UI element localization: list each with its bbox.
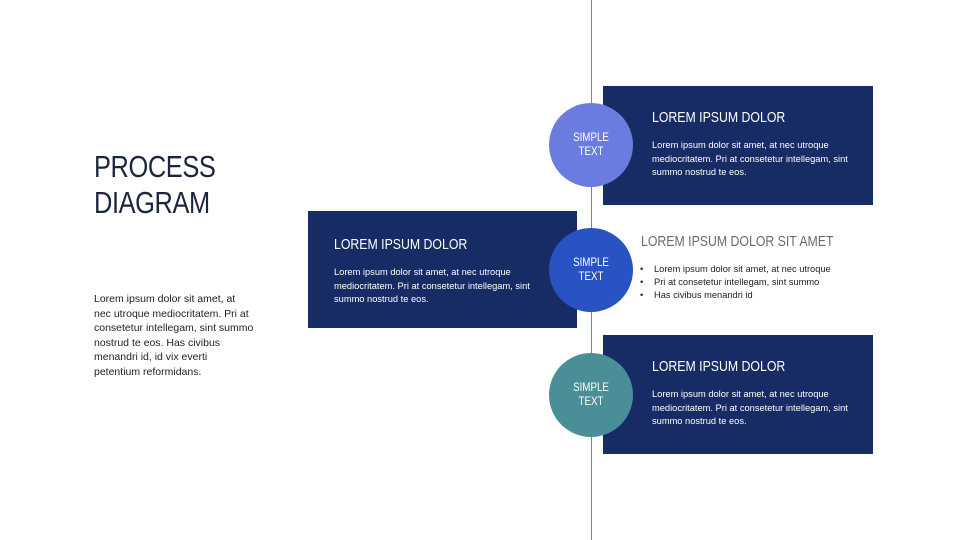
bullet-item: Lorem ipsum dolor sit amet, at nec utroq… (640, 263, 831, 276)
step-1-box: LOREM IPSUM DOLOR Lorem ipsum dolor sit … (603, 86, 873, 205)
bullet-item: Has civibus menandri id (640, 289, 831, 302)
step-2-circle-label: SIMPLE TEXT (573, 257, 609, 283)
step-1-body: Lorem ipsum dolor sit amet, at nec utroq… (652, 140, 848, 177)
step-2-circle: SIMPLE TEXT (549, 228, 633, 312)
step-1-heading: LOREM IPSUM DOLOR (652, 109, 786, 126)
step-3-box: LOREM IPSUM DOLOR Lorem ipsum dolor sit … (603, 335, 873, 454)
step-3-heading: LOREM IPSUM DOLOR (652, 358, 786, 375)
step-2-heading: LOREM IPSUM DOLOR (334, 236, 468, 253)
step-3-circle-label: SIMPLE TEXT (573, 382, 609, 408)
step-2-bullet-list: Lorem ipsum dolor sit amet, at nec utroq… (640, 263, 831, 303)
page-title: PROCESS DIAGRAM (94, 149, 216, 221)
step-3-body: Lorem ipsum dolor sit amet, at nec utroq… (652, 389, 848, 426)
bullet-item: Pri at consetetur intellegam, sint summo (640, 276, 831, 289)
title-line-2: DIAGRAM (94, 185, 210, 220)
step-2-box: LOREM IPSUM DOLOR Lorem ipsum dolor sit … (308, 211, 577, 328)
title-line-1: PROCESS (94, 149, 216, 184)
step-2-side-heading: LOREM IPSUM DOLOR SIT AMET (641, 233, 834, 250)
step-2-body: Lorem ipsum dolor sit amet, at nec utroq… (334, 267, 530, 304)
step-1-circle: SIMPLE TEXT (549, 103, 633, 187)
step-3-circle: SIMPLE TEXT (549, 353, 633, 437)
step-1-circle-label: SIMPLE TEXT (573, 132, 609, 158)
intro-text: Lorem ipsum dolor sit amet, at nec utroq… (94, 293, 254, 378)
